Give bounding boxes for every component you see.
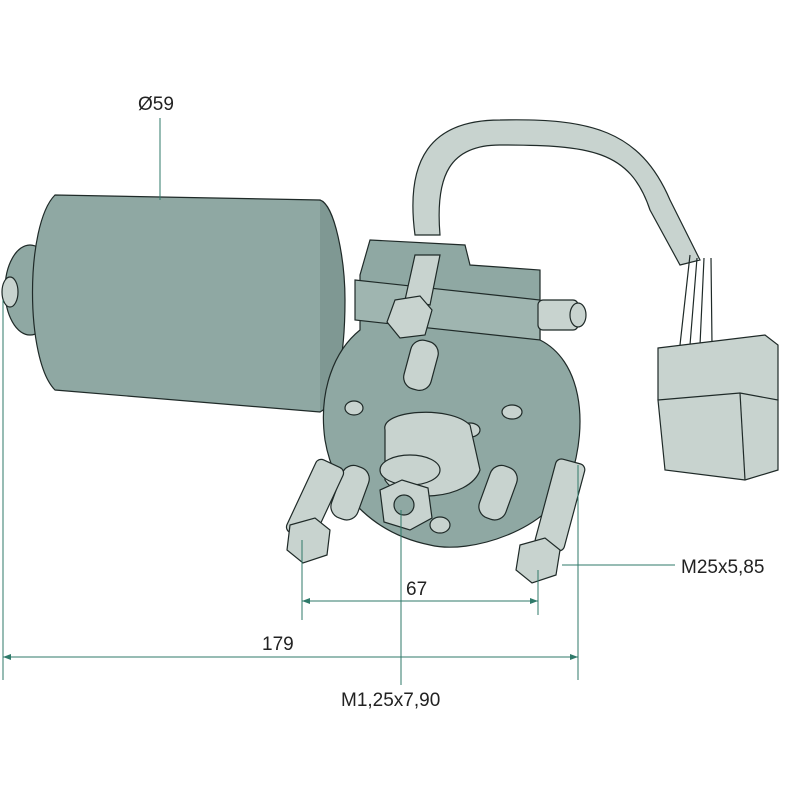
dimension-lines (2, 118, 675, 685)
overall-length-label: 179 (262, 634, 294, 655)
gearbox (322, 239, 587, 548)
motor-housing (1, 194, 346, 413)
mount-thread-label: M25x5,85 (681, 557, 765, 578)
mounting-pins (285, 339, 586, 584)
bolt-spacing-label: 67 (406, 579, 428, 600)
cable (412, 119, 713, 346)
connector-plug (657, 334, 779, 481)
shaft-thread-label: M1,25x7,90 (341, 690, 441, 711)
diameter-label: Ø59 (138, 94, 174, 115)
output-shaft (379, 411, 481, 531)
